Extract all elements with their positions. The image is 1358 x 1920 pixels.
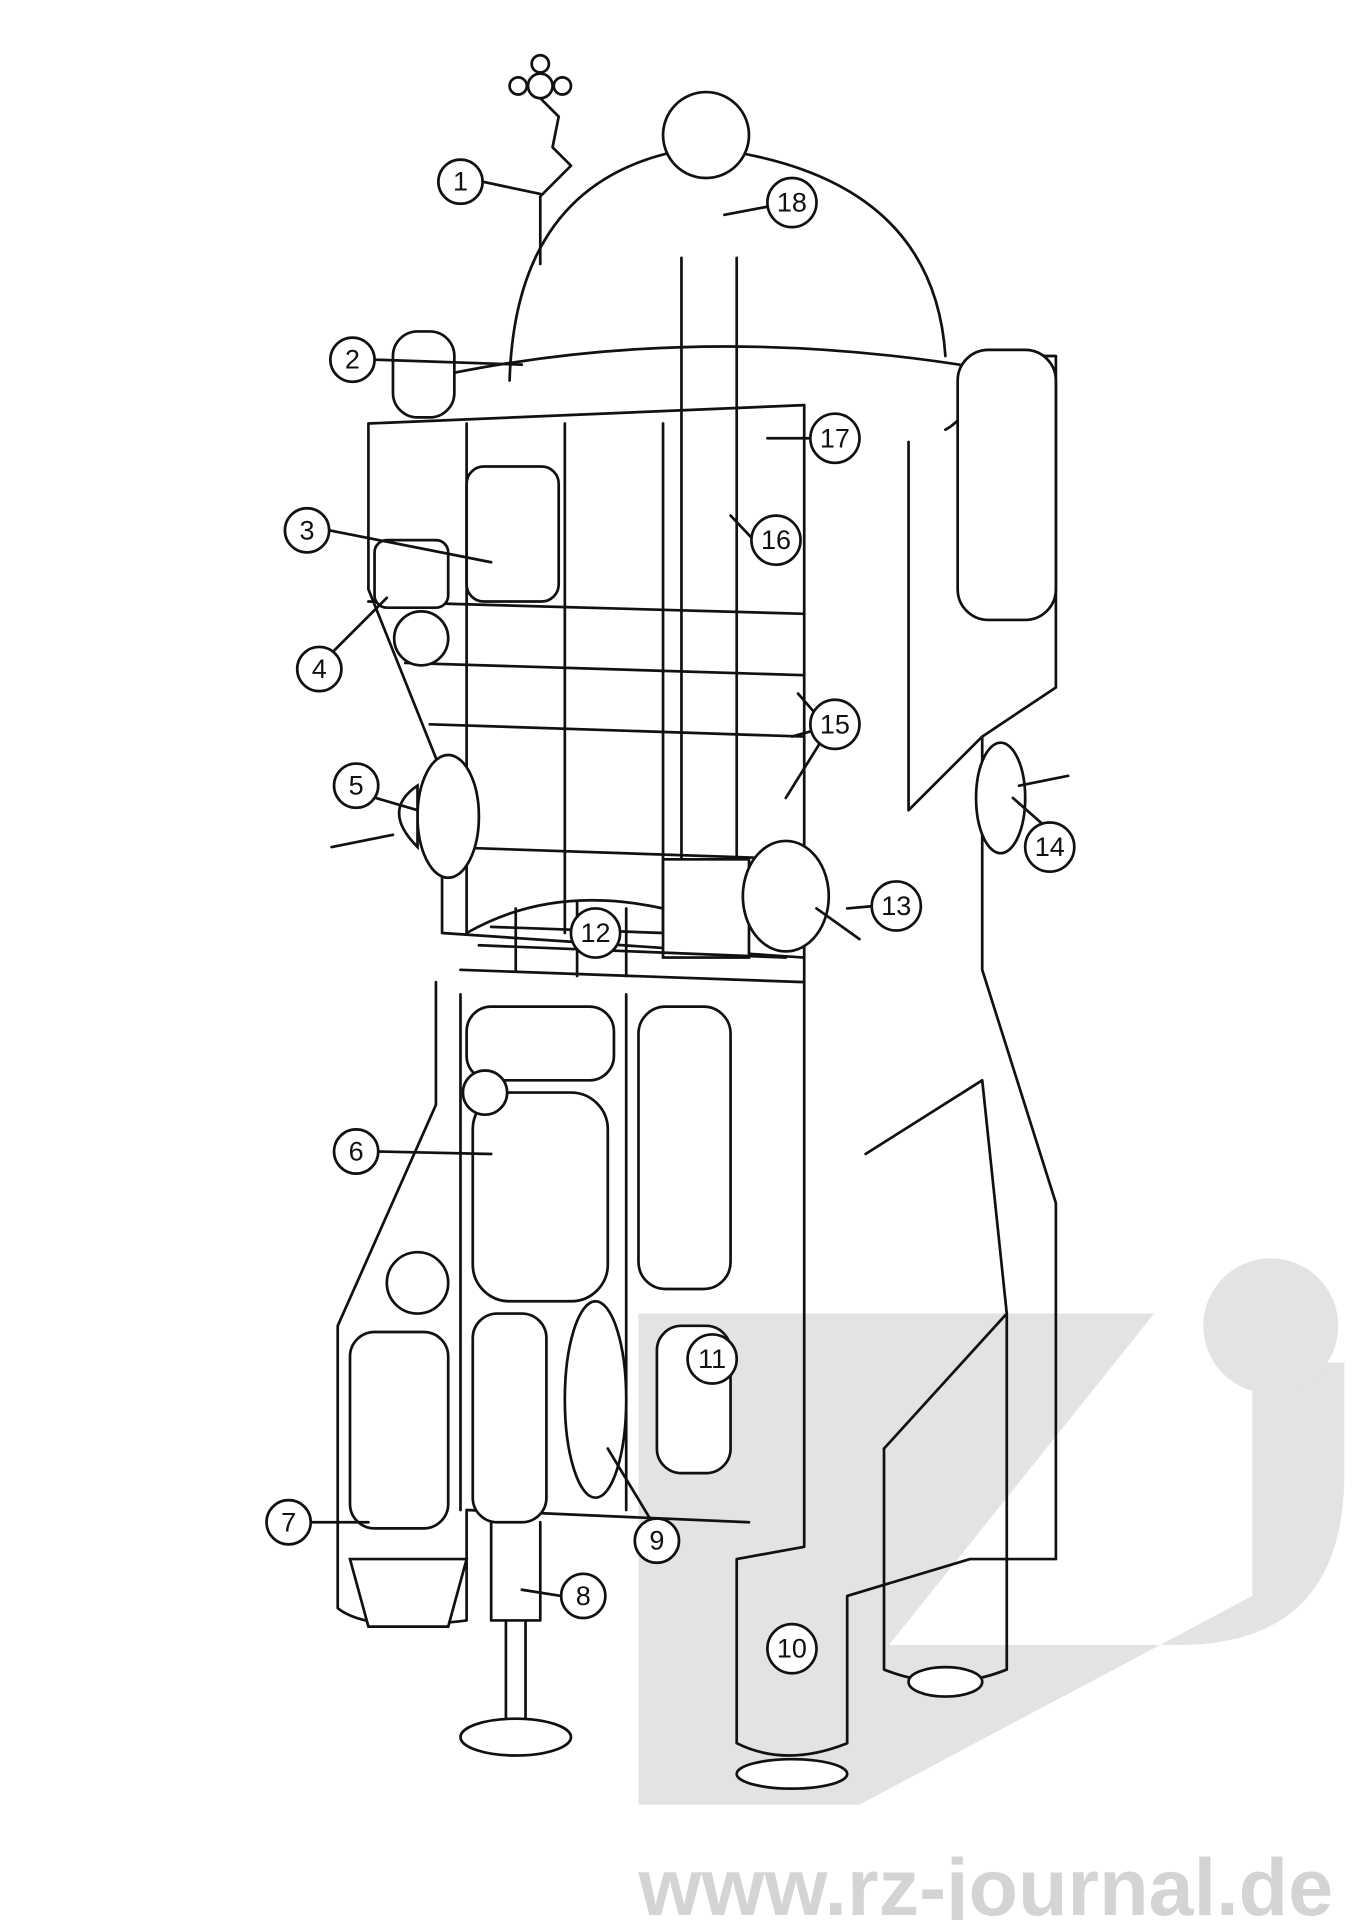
callout-label: 12 <box>580 918 610 948</box>
callout-1: 1 <box>437 158 484 206</box>
callout-label: 3 <box>300 515 315 545</box>
callout-label: 11 <box>698 1344 726 1374</box>
callout-9: 9 <box>633 1517 681 1565</box>
callout-10: 10 <box>766 1622 818 1675</box>
callout-16: 16 <box>750 514 802 567</box>
callout-3: 3 <box>283 506 331 554</box>
callout-6: 6 <box>332 1128 380 1175</box>
callout-13: 13 <box>870 880 923 932</box>
callout-12: 12 <box>569 907 622 959</box>
callout-label: 7 <box>281 1507 296 1537</box>
callout-7: 7 <box>265 1498 313 1546</box>
watermark-text: www.rz-journal.de <box>637 1843 1333 1920</box>
callout-2: 2 <box>329 336 376 384</box>
callout-label: 10 <box>777 1634 807 1664</box>
callout-5: 5 <box>332 762 380 810</box>
callouts: 1 2 3 4 5 6 7 8 9 10 11 12 13 14 15 16 1… <box>265 158 1076 1675</box>
callout-17: 17 <box>809 412 861 465</box>
callout-label: 5 <box>349 771 364 801</box>
callout-leader-lines <box>309 180 1045 1598</box>
callout-label: 13 <box>881 891 911 921</box>
callout-11: 11 <box>686 1333 739 1385</box>
callout-label: 8 <box>576 1581 591 1611</box>
callout-label: 15 <box>820 709 850 739</box>
callout-label: 4 <box>312 654 327 684</box>
callout-label: 9 <box>649 1526 664 1556</box>
callout-label: 2 <box>345 345 360 375</box>
watermark-logo: www.rz-journal.de <box>637 1258 1345 1920</box>
callout-label: 16 <box>761 525 791 555</box>
callout-18: 18 <box>766 176 818 229</box>
callout-label: 14 <box>1035 832 1065 862</box>
callout-label: 17 <box>820 423 850 453</box>
callout-4: 4 <box>295 645 343 693</box>
callout-label: 1 <box>453 167 468 197</box>
callout-15: 15 <box>809 698 861 751</box>
callout-8: 8 <box>559 1572 607 1620</box>
callout-label: 18 <box>777 188 807 218</box>
callout-label: 6 <box>349 1137 364 1167</box>
callout-14: 14 <box>1023 821 1076 873</box>
